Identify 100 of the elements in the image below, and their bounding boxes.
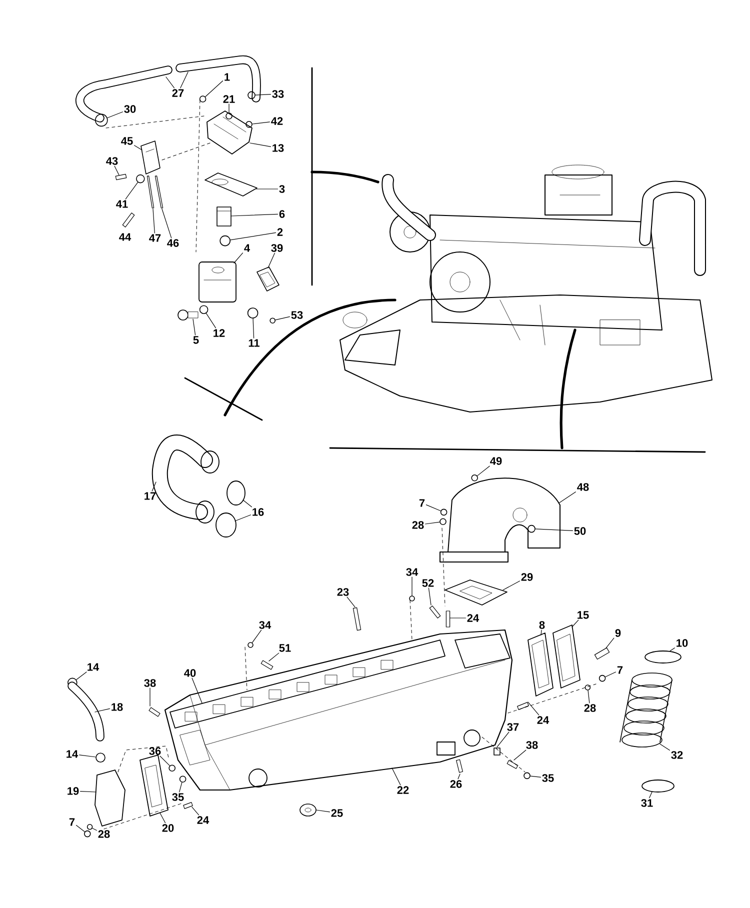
housing-drawing bbox=[198, 262, 236, 302]
callout-number: 34 bbox=[406, 568, 418, 576]
hose-clamp-drawing bbox=[644, 650, 682, 664]
callout-number: 24 bbox=[537, 716, 550, 724]
leader-line bbox=[94, 708, 110, 712]
washer-drawing bbox=[248, 642, 254, 648]
bracket-drawing bbox=[140, 140, 160, 174]
leader-line bbox=[605, 672, 616, 678]
clip-drawing bbox=[136, 174, 145, 184]
leader-line bbox=[166, 76, 175, 88]
leader-line bbox=[114, 166, 120, 176]
callout-number: 18 bbox=[112, 703, 123, 711]
callout-number: 48 bbox=[577, 483, 589, 491]
stud-drawing bbox=[517, 702, 529, 710]
callout-number: 41 bbox=[116, 200, 128, 208]
callout-number: 7 bbox=[617, 666, 623, 674]
leader-line bbox=[275, 316, 290, 320]
plug-drawing bbox=[471, 474, 478, 482]
nut-drawing bbox=[96, 752, 106, 762]
callout-number: 49 bbox=[490, 457, 502, 465]
leader-line bbox=[528, 702, 540, 716]
callout-number: 3 bbox=[279, 185, 285, 193]
leader-line bbox=[346, 596, 356, 608]
exhaust-elbow-drawing bbox=[440, 478, 560, 562]
callout-number: 29 bbox=[521, 573, 533, 581]
callout-number: 13 bbox=[272, 144, 284, 152]
plug-drawing bbox=[270, 318, 276, 324]
callout-number: 19 bbox=[68, 787, 79, 795]
callout-number: 9 bbox=[615, 629, 621, 637]
bolt-drawing bbox=[260, 660, 274, 670]
plug-drawing bbox=[300, 804, 316, 816]
leader-line bbox=[160, 756, 170, 766]
callout-number: 12 bbox=[214, 329, 225, 337]
leader-line bbox=[268, 652, 280, 662]
fitting-drawing bbox=[594, 648, 610, 660]
leader-line bbox=[234, 514, 251, 522]
callout-number: 8 bbox=[539, 621, 545, 629]
callout-number: 24 bbox=[197, 816, 210, 824]
alignment-line bbox=[118, 746, 170, 772]
callout-number: 42 bbox=[271, 117, 283, 125]
leader-line bbox=[242, 500, 252, 508]
leader-line bbox=[179, 782, 182, 792]
callout-number: 2 bbox=[277, 228, 283, 236]
leader-line bbox=[80, 791, 96, 792]
fitting-drawing bbox=[246, 121, 252, 128]
callout-number: 38 bbox=[144, 679, 156, 687]
stud-drawing bbox=[506, 760, 518, 769]
callout-number: 23 bbox=[337, 588, 349, 596]
alignment-line bbox=[442, 528, 446, 606]
alignment-line bbox=[244, 646, 248, 690]
hose-drawing bbox=[68, 682, 104, 742]
callout-number: 39 bbox=[271, 244, 283, 252]
stud-drawing bbox=[183, 802, 193, 809]
callout-number: 46 bbox=[167, 239, 179, 247]
callout-number: 27 bbox=[172, 89, 184, 97]
hose-clamp-drawing bbox=[642, 780, 674, 792]
callout-number: 34 bbox=[259, 621, 272, 629]
callout-number: 6 bbox=[279, 210, 285, 218]
leader-line bbox=[134, 145, 142, 150]
leader-line bbox=[107, 112, 123, 118]
callout-number: 31 bbox=[641, 799, 653, 807]
callout-number: 14 bbox=[88, 663, 100, 671]
callout-number: 38 bbox=[526, 741, 538, 749]
leader-line bbox=[255, 94, 271, 96]
alignment-line bbox=[482, 736, 526, 772]
leader-line bbox=[206, 313, 216, 328]
hose-drawing bbox=[76, 66, 172, 122]
callout-number: 28 bbox=[98, 830, 110, 838]
leader-line bbox=[540, 630, 542, 636]
washer-drawing bbox=[409, 596, 415, 602]
alignment-line bbox=[196, 100, 200, 252]
leader-line bbox=[530, 776, 541, 778]
callout-number: 4 bbox=[244, 244, 250, 252]
leader-line bbox=[535, 528, 573, 531]
leader-line bbox=[496, 732, 510, 748]
hose-clamp-drawing bbox=[216, 512, 236, 538]
leader-line bbox=[230, 214, 278, 216]
leader-line bbox=[252, 318, 254, 338]
leader-line bbox=[192, 806, 200, 816]
leader-line bbox=[252, 630, 262, 643]
fitting-drawing bbox=[247, 308, 258, 318]
gasket-drawing bbox=[528, 632, 554, 696]
plate-drawing bbox=[552, 624, 580, 688]
bellows-drawing bbox=[620, 672, 672, 748]
callout-number: 15 bbox=[578, 611, 589, 619]
callout-number: 14 bbox=[66, 750, 78, 758]
stud-drawing bbox=[446, 610, 450, 628]
pin-drawing bbox=[456, 759, 463, 773]
leader-line bbox=[588, 690, 590, 704]
alignment-line bbox=[410, 600, 412, 640]
leader-line bbox=[92, 828, 97, 831]
alignment-line bbox=[104, 802, 184, 830]
leader-line bbox=[428, 588, 432, 606]
washer-drawing bbox=[584, 684, 591, 690]
callout-number: 16 bbox=[252, 508, 264, 516]
leader-line bbox=[458, 774, 460, 780]
leader-line bbox=[558, 492, 576, 504]
leader-line bbox=[268, 252, 275, 268]
callout-number: 28 bbox=[412, 521, 424, 529]
callout-number: 52 bbox=[422, 579, 434, 587]
